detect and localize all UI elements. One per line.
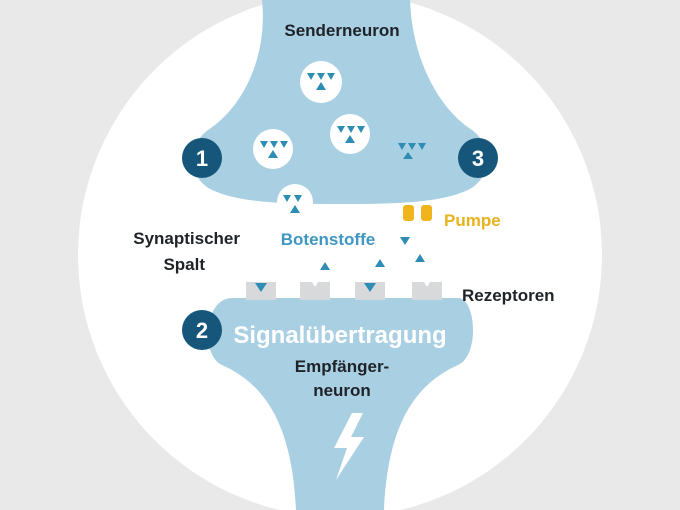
receiver-neuron-label-line1: Empfänger- (295, 357, 389, 376)
vesicle-icon (300, 61, 342, 103)
messenger-triangle-icon (398, 143, 426, 159)
sender-neuron-label: Senderneuron (284, 21, 399, 40)
synaptic-cleft-label-line2: Spalt (163, 255, 205, 274)
vesicle-icon (277, 184, 313, 220)
step-number: 1 (196, 146, 208, 171)
pump-icon (403, 205, 432, 221)
messenger-triangle-icon (400, 237, 410, 245)
messenger-triangle-icon (320, 262, 330, 270)
lightning-icon (334, 413, 364, 480)
receptor-icon (300, 282, 330, 300)
receiver-neuron (207, 298, 474, 510)
step-badge-3: 3 (458, 138, 498, 178)
messenger-triangle-icon (415, 254, 425, 262)
vesicle-icon (330, 114, 370, 154)
step-number: 2 (196, 318, 208, 343)
signal-transmission-label: Signalübertragung (233, 322, 446, 349)
vesicle-icon (253, 129, 293, 169)
synaptic-cleft-label-line1: Synaptischer (133, 229, 240, 248)
step-number: 3 (472, 146, 484, 171)
pump-label: Pumpe (444, 211, 501, 230)
receiver-neuron-label-line2: neuron (313, 381, 371, 400)
receptor-icon (246, 282, 276, 300)
receptor-icon (412, 282, 442, 300)
messengers-label: Botenstoffe (281, 230, 375, 249)
step-badge-1: 1 (182, 138, 222, 178)
receptor-icon (355, 282, 385, 300)
messenger-triangle-icon (375, 259, 385, 267)
step-badge-2: 2 (182, 310, 222, 350)
background-circle (78, 0, 602, 510)
receptors-label: Rezeptoren (462, 286, 555, 305)
